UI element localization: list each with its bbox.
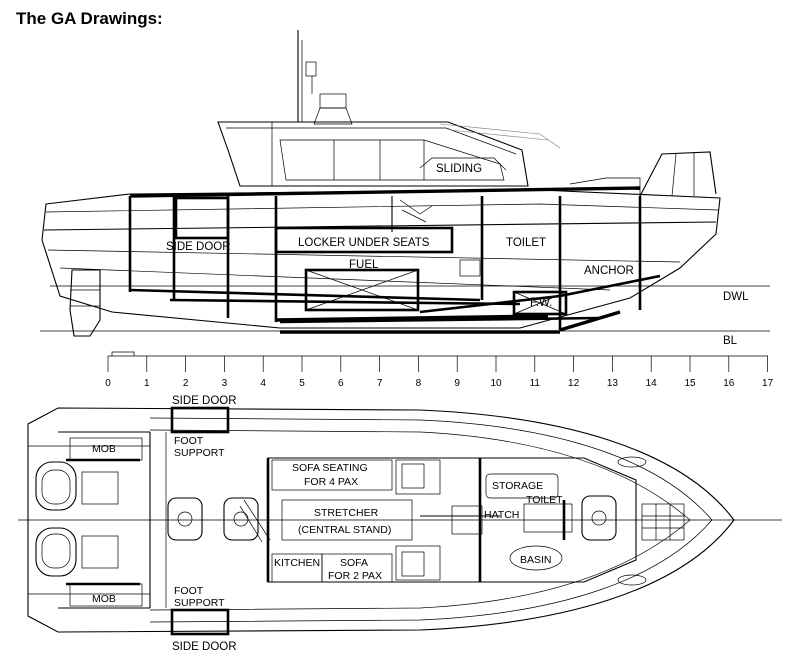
side-door-label-profile: SIDE DOOR bbox=[166, 241, 231, 253]
sofa-2-pax-label-1: SOFA bbox=[340, 557, 368, 569]
scale-tick-label: 1 bbox=[144, 378, 150, 389]
scale-tick-label: 14 bbox=[646, 378, 658, 389]
side-door-bottom bbox=[170, 608, 230, 636]
scale-tick-label: 9 bbox=[454, 378, 460, 389]
scale-tick-label: 0 bbox=[105, 378, 111, 389]
hatch-label: HATCH bbox=[484, 509, 519, 521]
bow-grating bbox=[617, 456, 685, 586]
toilet-label-profile: TOILET bbox=[506, 237, 546, 249]
scale-tick-label: 17 bbox=[762, 378, 774, 389]
mob-top bbox=[66, 437, 143, 462]
outboard-engines bbox=[35, 461, 119, 577]
foot-support-top-label-2: SUPPORT bbox=[174, 447, 225, 459]
bl-label: BL bbox=[723, 335, 738, 347]
scale-tick-label: 15 bbox=[684, 378, 696, 389]
side-door-top bbox=[170, 406, 230, 434]
wheelhouse bbox=[217, 121, 561, 187]
sofa-2-pax-label-2: FOR 2 PAX bbox=[328, 570, 382, 582]
locker-under-seats-label: LOCKER UNDER SEATS bbox=[298, 237, 430, 249]
storage-label: STORAGE bbox=[492, 480, 543, 492]
side-door-bottom-label: SIDE DOOR bbox=[172, 641, 237, 653]
kitchen-label: KITCHEN bbox=[274, 557, 320, 569]
foot-support-top-label-1: FOOT bbox=[174, 435, 204, 447]
fresh-water-tank bbox=[512, 290, 568, 316]
scale-tick-label: 16 bbox=[723, 378, 735, 389]
mast bbox=[297, 30, 353, 125]
scale-tick-label: 3 bbox=[222, 378, 228, 389]
scale-tick-label: 4 bbox=[260, 378, 266, 389]
stretcher-label-2: (CENTRAL STAND) bbox=[298, 524, 391, 536]
foot-support-bottom-label-1: FOOT bbox=[174, 585, 204, 597]
hull-structure bbox=[128, 186, 661, 334]
fresh-water-label: F.W. bbox=[530, 297, 552, 309]
scale-tick-label: 5 bbox=[299, 378, 305, 389]
foot-support-bottom-label-2: SUPPORT bbox=[174, 597, 225, 609]
dwl-label: DWL bbox=[723, 291, 749, 303]
fuel-label: FUEL bbox=[349, 259, 379, 271]
scale-tick-label: 13 bbox=[607, 378, 619, 389]
cabin-plan bbox=[239, 457, 637, 583]
deck-hatches bbox=[167, 495, 617, 541]
mob-top-label: MOB bbox=[92, 443, 116, 455]
outboard-engine bbox=[69, 269, 101, 337]
stretcher-label-1: STRETCHER bbox=[314, 507, 379, 519]
scale-tick-label: 6 bbox=[338, 378, 344, 389]
toilet-label-plan: TOILET bbox=[526, 494, 563, 506]
profile-view: SLIDING bbox=[40, 30, 770, 347]
scale-tick-label: 10 bbox=[490, 378, 502, 389]
scale-tick-label: 11 bbox=[530, 378, 541, 389]
sofa-4-pax-label-1: SOFA SEATING bbox=[292, 462, 368, 474]
plan-view: SIDE DOOR SIDE DOOR MOB MOB FOOT SUPPORT… bbox=[18, 395, 782, 653]
page-title: The GA Drawings: bbox=[16, 9, 163, 28]
sofa-4-pax-label-2: FOR 4 PAX bbox=[304, 476, 358, 488]
sliding-label: SLIDING bbox=[436, 163, 482, 175]
scale-tick-label: 12 bbox=[568, 378, 580, 389]
hull-plan bbox=[27, 407, 735, 633]
mob-bottom bbox=[66, 582, 143, 607]
bow-rail bbox=[569, 151, 717, 197]
scale-tick-label: 7 bbox=[377, 378, 383, 389]
side-door-top-label: SIDE DOOR bbox=[172, 395, 237, 407]
scale-tick-label: 8 bbox=[416, 378, 422, 389]
hull-profile bbox=[41, 189, 721, 329]
anchor-label: ANCHOR bbox=[584, 265, 634, 277]
fuel-tank bbox=[304, 268, 420, 312]
basin-label: BASIN bbox=[520, 554, 552, 566]
mob-bottom-label: MOB bbox=[92, 593, 116, 605]
scale-tick-label: 2 bbox=[183, 378, 189, 389]
